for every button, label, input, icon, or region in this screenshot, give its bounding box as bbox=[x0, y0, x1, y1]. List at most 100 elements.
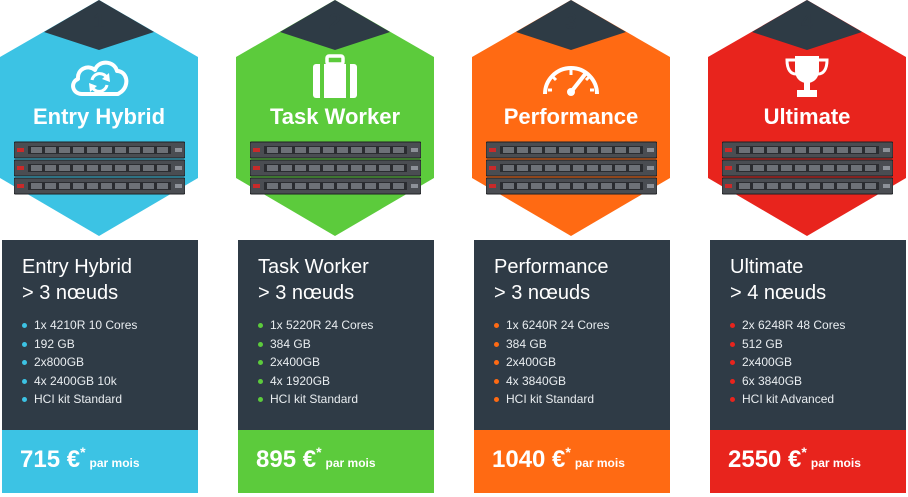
spec-list: 1x 5220R 24 Cores 384 GB 2x400GB 4x 1920… bbox=[258, 316, 373, 409]
price-bar[interactable]: 895 €*par mois bbox=[238, 430, 434, 493]
server-stack-image bbox=[722, 141, 893, 195]
spec-item: HCI kit Standard bbox=[494, 390, 609, 409]
price-label: 2550 €*par mois bbox=[728, 444, 861, 474]
card-title: Performance bbox=[494, 256, 609, 278]
price-amount: 895 € bbox=[256, 446, 317, 473]
card-title: Ultimate bbox=[730, 256, 804, 278]
bullet-icon bbox=[258, 378, 263, 384]
spec-text: 2x400GB bbox=[506, 355, 557, 369]
spec-item: HCI kit Standard bbox=[22, 390, 137, 409]
spec-text: 6x 3840GB bbox=[742, 373, 803, 388]
price-label: 895 €*par mois bbox=[256, 444, 376, 474]
card-subtitle: > 4 nœuds bbox=[730, 282, 827, 304]
bullet-icon bbox=[22, 378, 27, 384]
price-asterisk: * bbox=[801, 444, 807, 460]
spec-text: 2x400GB bbox=[742, 355, 793, 369]
trophy-icon bbox=[785, 56, 829, 97]
spec-text: 384 GB bbox=[270, 336, 311, 351]
plan-hexagon: 3 Performance bbox=[472, 0, 670, 236]
speedometer-icon bbox=[543, 66, 599, 96]
spec-text: 2x 6248R 48 Cores bbox=[742, 318, 846, 332]
price-amount: 715 € bbox=[20, 446, 81, 473]
plan-number: 3 bbox=[564, 9, 578, 34]
spec-item: 384 GB bbox=[494, 335, 609, 354]
spec-text: 512 GB bbox=[742, 336, 783, 351]
spec-item: 4x 2400GB 10k bbox=[22, 372, 137, 391]
price-bar[interactable]: 715 €*par mois bbox=[2, 430, 198, 493]
plan-task-worker: 2 Task Worker Task Worker > 3 nœuds 1x 5… bbox=[236, 0, 434, 497]
price-amount: 1040 € bbox=[492, 446, 566, 473]
bullet-icon bbox=[22, 323, 27, 328]
spec-item: 1x 5220R 24 Cores bbox=[258, 316, 373, 335]
spec-text: HCI kit Standard bbox=[270, 392, 359, 406]
spec-text: HCI kit Standard bbox=[506, 392, 595, 406]
bullet-icon bbox=[730, 378, 735, 384]
spec-text: 1x 5220R 24 Cores bbox=[270, 318, 374, 332]
spec-item: 1x 6240R 24 Cores bbox=[494, 316, 609, 335]
spec-text: 2x800GB bbox=[34, 355, 85, 369]
hex-title: Task Worker bbox=[269, 104, 401, 129]
plan-entry-hybrid: 1 Entry Hybrid Entry Hybrid > 3 nœuds 1x… bbox=[0, 0, 198, 497]
card-subtitle: > 3 nœuds bbox=[494, 282, 591, 304]
spec-text: 1x 4210R 10 Cores bbox=[34, 318, 138, 332]
spec-text: HCI kit Standard bbox=[34, 392, 123, 406]
spec-list: 1x 6240R 24 Cores 384 GB 2x400GB 4x 3840… bbox=[494, 316, 609, 409]
spec-item: HCI kit Advanced bbox=[730, 390, 845, 409]
server-unit bbox=[486, 141, 657, 159]
spec-text: 4x 2400GB 10k bbox=[34, 373, 117, 388]
server-stack-image bbox=[250, 141, 421, 195]
spec-item: 1x 4210R 10 Cores bbox=[22, 316, 137, 335]
spec-item: 512 GB bbox=[730, 335, 845, 354]
server-unit bbox=[250, 177, 421, 195]
bullet-icon bbox=[730, 397, 735, 402]
spec-text: 4x 1920GB bbox=[270, 373, 331, 388]
server-unit bbox=[250, 141, 421, 159]
plan-number: 4 bbox=[800, 9, 814, 34]
spec-text: HCI kit Advanced bbox=[742, 392, 835, 406]
plan-card: Task Worker > 3 nœuds 1x 5220R 24 Cores … bbox=[238, 240, 434, 430]
cloud-sync-icon bbox=[71, 60, 129, 96]
price-unit: par mois bbox=[325, 456, 376, 470]
price-label: 715 €*par mois bbox=[20, 444, 140, 474]
bullet-icon bbox=[22, 397, 27, 402]
hex-title: Performance bbox=[503, 104, 639, 129]
briefcase-icon bbox=[313, 54, 357, 98]
plan-hexagon: 2 Task Worker bbox=[236, 0, 434, 236]
price-asterisk: * bbox=[80, 444, 86, 460]
server-unit bbox=[486, 159, 657, 177]
server-unit bbox=[250, 159, 421, 177]
price-bar[interactable]: 2550 €*par mois bbox=[710, 430, 906, 493]
price-asterisk: * bbox=[565, 444, 571, 460]
plan-card: Performance > 3 nœuds 1x 6240R 24 Cores … bbox=[474, 240, 670, 430]
server-unit bbox=[722, 141, 893, 159]
server-unit bbox=[14, 177, 185, 195]
plan-ultimate: 4 Ultimate Ultimate > 4 nœuds 2x 6248R 4… bbox=[708, 0, 906, 497]
server-unit bbox=[722, 177, 893, 195]
card-subtitle: > 3 nœuds bbox=[22, 282, 119, 304]
spec-item: 4x 3840GB bbox=[494, 372, 609, 391]
bullet-icon bbox=[494, 378, 499, 384]
spec-item: 2x800GB bbox=[22, 353, 137, 372]
bullet-icon bbox=[258, 323, 263, 328]
bullet-icon bbox=[258, 341, 263, 347]
spec-text: 384 GB bbox=[506, 336, 547, 351]
spec-item: 2x400GB bbox=[730, 353, 845, 372]
price-unit: par mois bbox=[89, 456, 140, 470]
spec-text: 192 GB bbox=[34, 336, 75, 351]
plan-card: Ultimate > 4 nœuds 2x 6248R 48 Cores 512… bbox=[710, 240, 906, 430]
spec-item: 6x 3840GB bbox=[730, 372, 845, 391]
bullet-icon bbox=[258, 360, 263, 365]
price-bar[interactable]: 1040 €*par mois bbox=[474, 430, 670, 493]
server-stack-image bbox=[486, 141, 657, 195]
bullet-icon bbox=[494, 360, 499, 365]
spec-item: 192 GB bbox=[22, 335, 137, 354]
plan-card: Entry Hybrid > 3 nœuds 1x 4210R 10 Cores… bbox=[2, 240, 198, 430]
bullet-icon bbox=[22, 360, 27, 365]
bullet-icon bbox=[494, 323, 499, 328]
bullet-icon bbox=[22, 341, 27, 347]
spec-list: 2x 6248R 48 Cores 512 GB 2x400GB 6x 3840… bbox=[730, 316, 845, 409]
spec-item: 2x 6248R 48 Cores bbox=[730, 316, 845, 335]
server-stack-image bbox=[14, 141, 185, 195]
bullet-icon bbox=[494, 341, 499, 347]
bullet-icon bbox=[730, 323, 735, 328]
